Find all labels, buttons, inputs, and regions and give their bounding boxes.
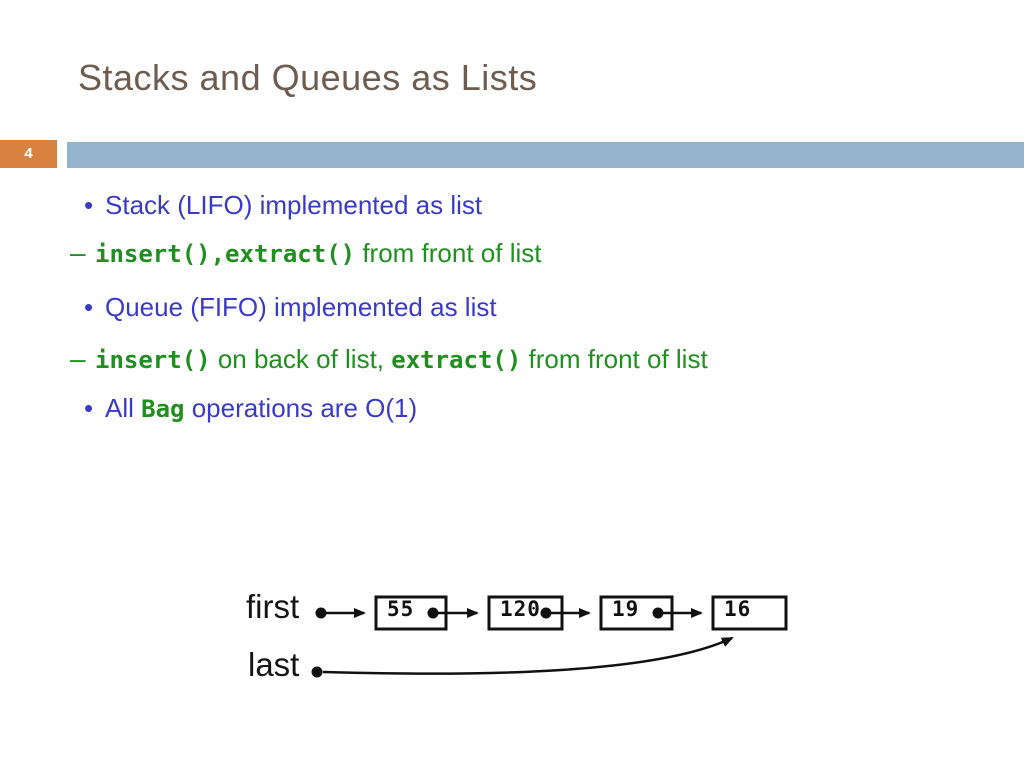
node-value: 55 [387,597,414,621]
header-accent-bar [67,142,1024,168]
bullet-text-rest: operations are O(1) [184,393,418,423]
node-value: 120 [500,597,541,621]
dash-bullet-icon: – [70,343,86,374]
bullet-bag-operations: • All Bag operations are O(1) [84,393,417,424]
bullet-queue-fifo: • Queue (FIFO) implemented as list [84,292,497,323]
code-insert: insert() [95,346,211,374]
slide-number-badge: 4 [0,140,57,168]
sub-bullet-text: from front of list [355,238,542,268]
sub-bullet-text-mid: on back of list, [210,344,392,374]
code-bag: Bag [141,395,185,423]
last-pointer-label: last [248,646,299,683]
list-node [711,595,788,631]
bullet-text: Stack (LIFO) implemented as list [105,190,483,220]
dash-bullet-icon: – [70,237,86,268]
sub-bullet-stack-ops: –insert(),extract() from front of list [70,237,541,269]
first-pointer-label: first [246,588,299,625]
first-pointer-dot [315,607,327,619]
bullet-stack-lifo: • Stack (LIFO) implemented as list [84,190,482,221]
linked-list-diagram: first 55 120 19 16 last [246,588,788,683]
bullet-dot-icon: • [84,292,94,322]
node-value: 19 [612,597,639,621]
last-pointer-dot [311,666,323,678]
bullet-text-pre: All [105,393,142,423]
last-to-tail-curved-arrow [322,636,734,675]
sub-bullet-text-rest: from front of list [521,344,708,374]
bullet-dot-icon: • [84,190,94,220]
sub-bullet-queue-ops: –insert() on back of list, extract() fro… [70,343,708,375]
page-title: Stacks and Queues as Lists [78,57,538,98]
bullet-dot-icon: • [84,393,94,423]
code-insert-extract: insert(),extract() [95,240,356,268]
bullet-text: Queue (FIFO) implemented as list [105,292,497,322]
node-value: 16 [724,597,751,621]
code-extract: extract() [391,346,522,374]
